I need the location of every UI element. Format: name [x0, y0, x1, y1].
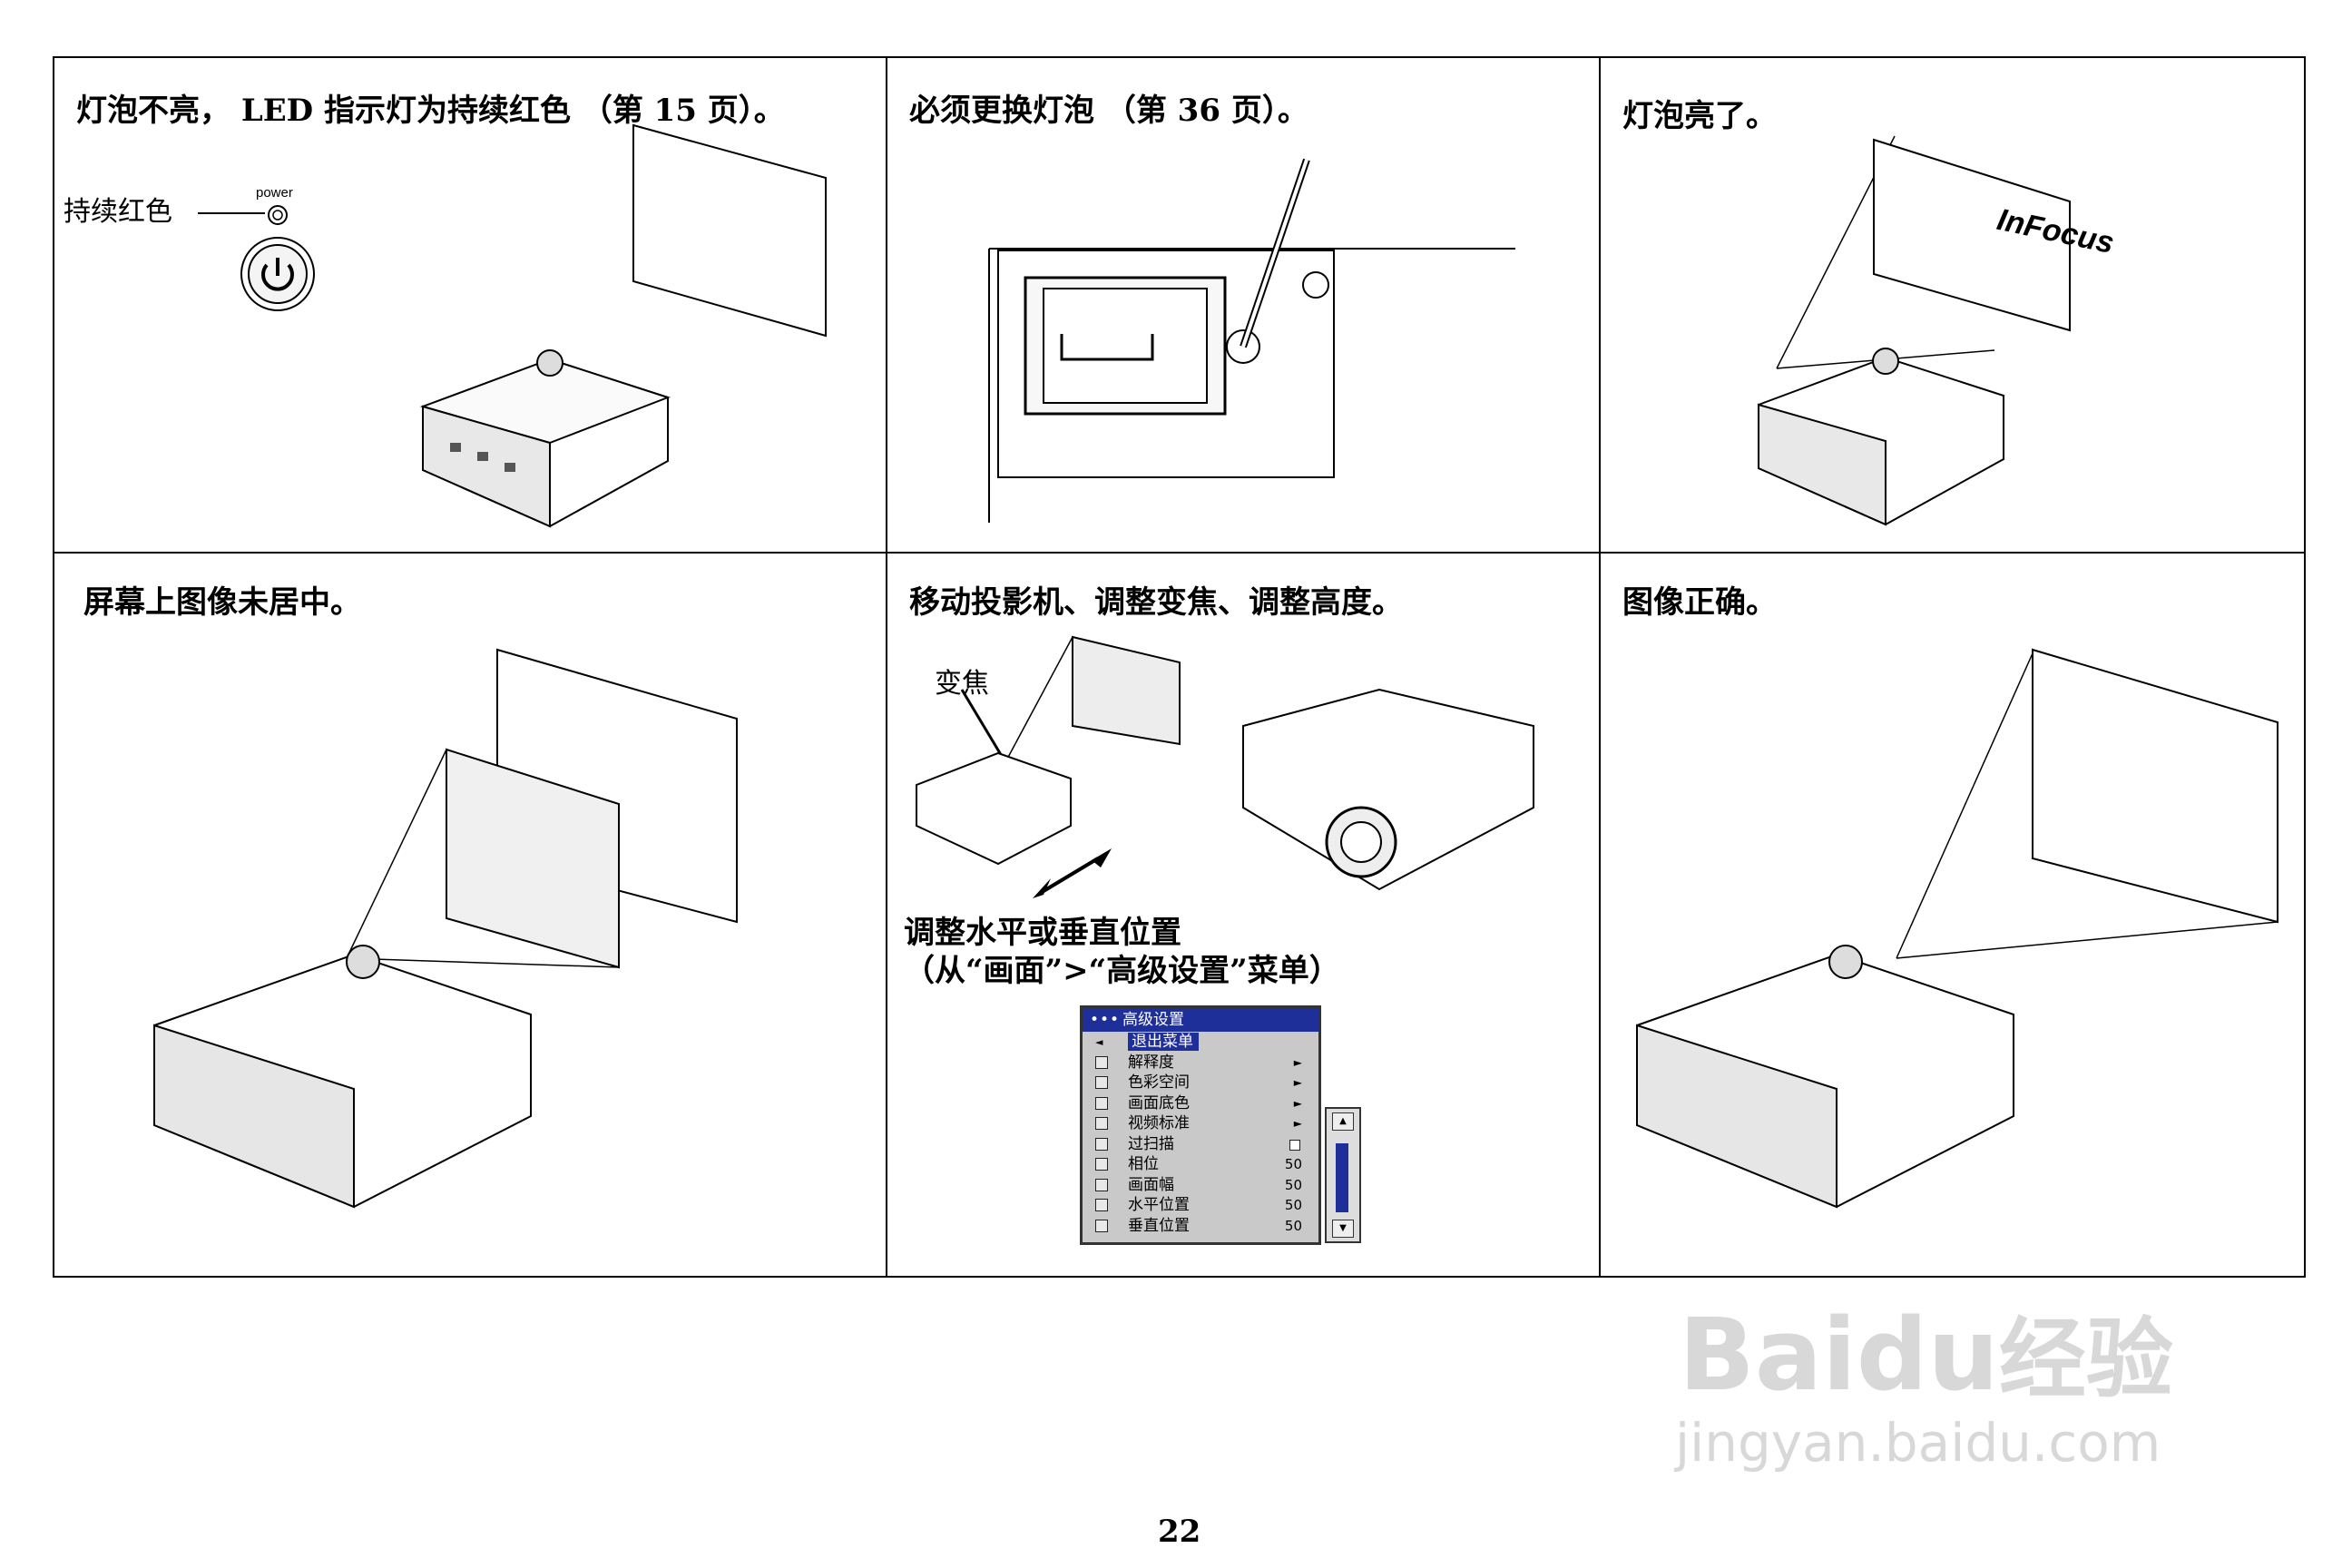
menu-dots-icon: ••• [1090, 1011, 1121, 1029]
watermark-logo: Baidu经验 [1679, 1297, 2173, 1413]
projector-illustration [1636, 945, 2014, 1209]
power-label: power [256, 185, 293, 201]
menu-item-background[interactable]: 画面底色► [1083, 1093, 1318, 1114]
divider [54, 552, 2304, 554]
projector-illustration [1758, 348, 2004, 526]
projector-illustration [419, 349, 671, 528]
lamp-door-illustration [988, 158, 1515, 523]
menu-item-overscan[interactable]: 过扫描 [1083, 1134, 1318, 1155]
projector-illustration [153, 945, 532, 1209]
adjust-illustration [916, 635, 1534, 898]
menu-item-exit[interactable]: ◄退出菜单 [1083, 1032, 1318, 1053]
panel-caption: 移动投影机、调整变焦、调整高度。 [909, 584, 1403, 621]
menu-title: 高级设置 [1122, 1011, 1184, 1029]
menu-scrollbar[interactable]: ▲ ▼ [1325, 1107, 1361, 1243]
scroll-down-icon[interactable]: ▼ [1332, 1220, 1354, 1238]
led-callout: 持续红色 [64, 196, 172, 228]
phase-icon [1095, 1158, 1108, 1171]
panel-caption: 必须更换灯泡 （第 36 页）。 [909, 93, 1308, 129]
panel-caption: 图像正确。 [1622, 584, 1777, 621]
panel-caption: 屏幕上图像未居中。 [83, 584, 361, 621]
pen-icon [1095, 1055, 1108, 1069]
adjust-line1: 调整水平或垂直位置 [904, 915, 1181, 951]
menu-title-bar: ••• 高级设置 [1083, 1008, 1318, 1032]
panel-caption: 灯泡亮了。 [1622, 98, 1777, 134]
left-arrow-icon: ◄ [1095, 1036, 1103, 1048]
power-button-illustration [198, 205, 315, 311]
adjust-line2: （从“画面”>“高级设置”菜单） [904, 953, 1340, 989]
centered-screen [1896, 648, 2278, 959]
page-number: 22 [1158, 1514, 1201, 1550]
osd-advanced-menu: ••• 高级设置 ◄退出菜单 解释度► 色彩空间► 画面底色► 视频标准► 过扫… [1080, 1005, 1321, 1245]
menu-item-video-standard[interactable]: 视频标准► [1083, 1113, 1318, 1134]
video-icon [1095, 1117, 1108, 1130]
divider [886, 58, 887, 1276]
overscan-checkbox[interactable] [1289, 1139, 1300, 1151]
color-dots-icon [1095, 1076, 1108, 1089]
panel-caption: 灯泡不亮， LED 指示灯为持续红色 （第 15 页）。 [76, 93, 785, 129]
screen-blank [632, 123, 827, 338]
scroll-thumb[interactable] [1336, 1143, 1348, 1212]
panel-grid [53, 56, 2306, 1278]
watermark-url: jingyan.baidu.com [1675, 1412, 2161, 1474]
overscan-icon [1095, 1137, 1108, 1151]
off-center-screens [346, 648, 738, 969]
zoom-callout: 变焦 [935, 668, 989, 700]
scroll-up-icon[interactable]: ▲ [1332, 1112, 1354, 1131]
menu-item-resolution[interactable]: 解释度► [1083, 1053, 1318, 1073]
menu-item-color-space[interactable]: 色彩空间► [1083, 1073, 1318, 1093]
hpos-icon [1095, 1199, 1108, 1211]
vpos-icon [1095, 1219, 1108, 1232]
divider [1599, 58, 1601, 1276]
bulb-icon [1095, 1096, 1108, 1110]
width-icon [1095, 1178, 1108, 1191]
